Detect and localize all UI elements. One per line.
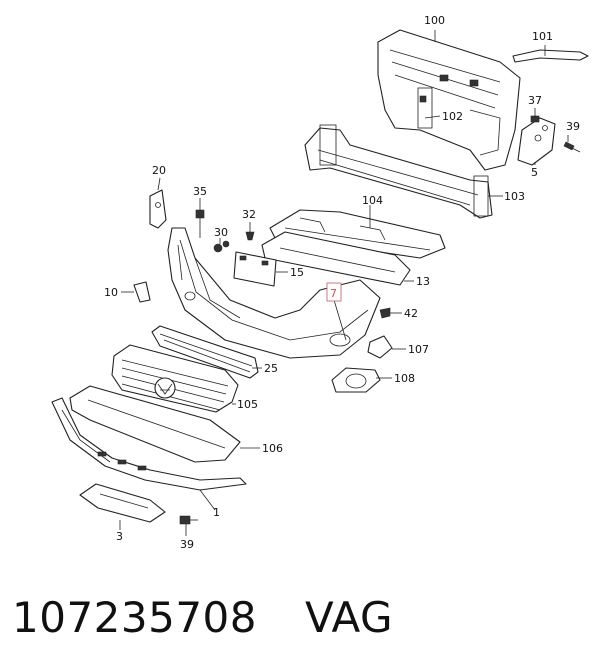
part-39-screw-top — [563, 141, 581, 153]
callout-20: 20 — [152, 164, 166, 177]
part-42-clip — [379, 307, 391, 319]
part-35-screw — [195, 209, 205, 238]
callout-42: 42 — [404, 307, 418, 320]
part-number: 107235708 — [12, 592, 257, 642]
callout-101: 101 — [532, 30, 553, 43]
part-3-lower-bracket — [79, 483, 166, 523]
part-10-side-cover-left — [133, 281, 151, 303]
callout-100: 100 — [424, 14, 445, 27]
part-30-nut — [213, 240, 230, 253]
part-105-radiator-grille — [111, 344, 239, 413]
parts-exploded-diagram: 100 101 102 37 39 5 103 20 35 104 32 30 … — [51, 14, 589, 551]
part-39-screw-bottom — [179, 515, 198, 525]
part-100-lock-carrier — [377, 29, 521, 171]
callout-7: 7 — [330, 287, 337, 300]
callout-7-box — [326, 282, 342, 302]
callout-39-bottom: 39 — [180, 538, 194, 551]
part-101-bracket-strip — [512, 49, 589, 63]
part-25-lower-grille — [151, 325, 259, 379]
callout-37: 37 — [528, 94, 542, 107]
part-107-tow-eye-cover — [367, 335, 393, 359]
part-106-lower-spoiler — [69, 385, 241, 463]
callout-3: 3 — [116, 530, 123, 543]
footer-caption: 107235708 VAG — [12, 587, 393, 647]
callout-32: 32 — [242, 208, 256, 221]
callout-106: 106 — [262, 442, 283, 455]
callout-104: 104 — [362, 194, 383, 207]
callout-15: 15 — [290, 266, 304, 279]
brand-name: VAG — [305, 592, 394, 642]
part-15-license-plate-holder — [233, 251, 277, 287]
part-7-bumper-cover — [167, 227, 381, 359]
callout-5: 5 — [531, 166, 538, 179]
callout-103: 103 — [504, 190, 525, 203]
part-5-side-bracket — [517, 117, 556, 166]
callout-107: 107 — [408, 343, 429, 356]
callout-labels: 100 101 102 37 39 5 103 20 35 104 32 30 … — [104, 14, 580, 551]
callout-10: 10 — [104, 286, 118, 299]
leader-lines — [119, 30, 569, 536]
callout-35: 35 — [193, 185, 207, 198]
part-108-fog-light-grille — [331, 367, 381, 393]
part-32-clip — [245, 231, 255, 241]
callout-30: 30 — [214, 226, 228, 239]
part-1-lower-trim — [51, 397, 247, 491]
callout-105: 105 — [237, 398, 258, 411]
callout-25: 25 — [264, 362, 278, 375]
callout-108: 108 — [394, 372, 415, 385]
callout-1: 1 — [213, 506, 220, 519]
callout-13: 13 — [416, 275, 430, 288]
callout-102: 102 — [442, 110, 463, 123]
callout-39-top: 39 — [566, 120, 580, 133]
part-20-left-bracket — [149, 189, 167, 229]
part-103-impact-beam — [304, 124, 493, 219]
